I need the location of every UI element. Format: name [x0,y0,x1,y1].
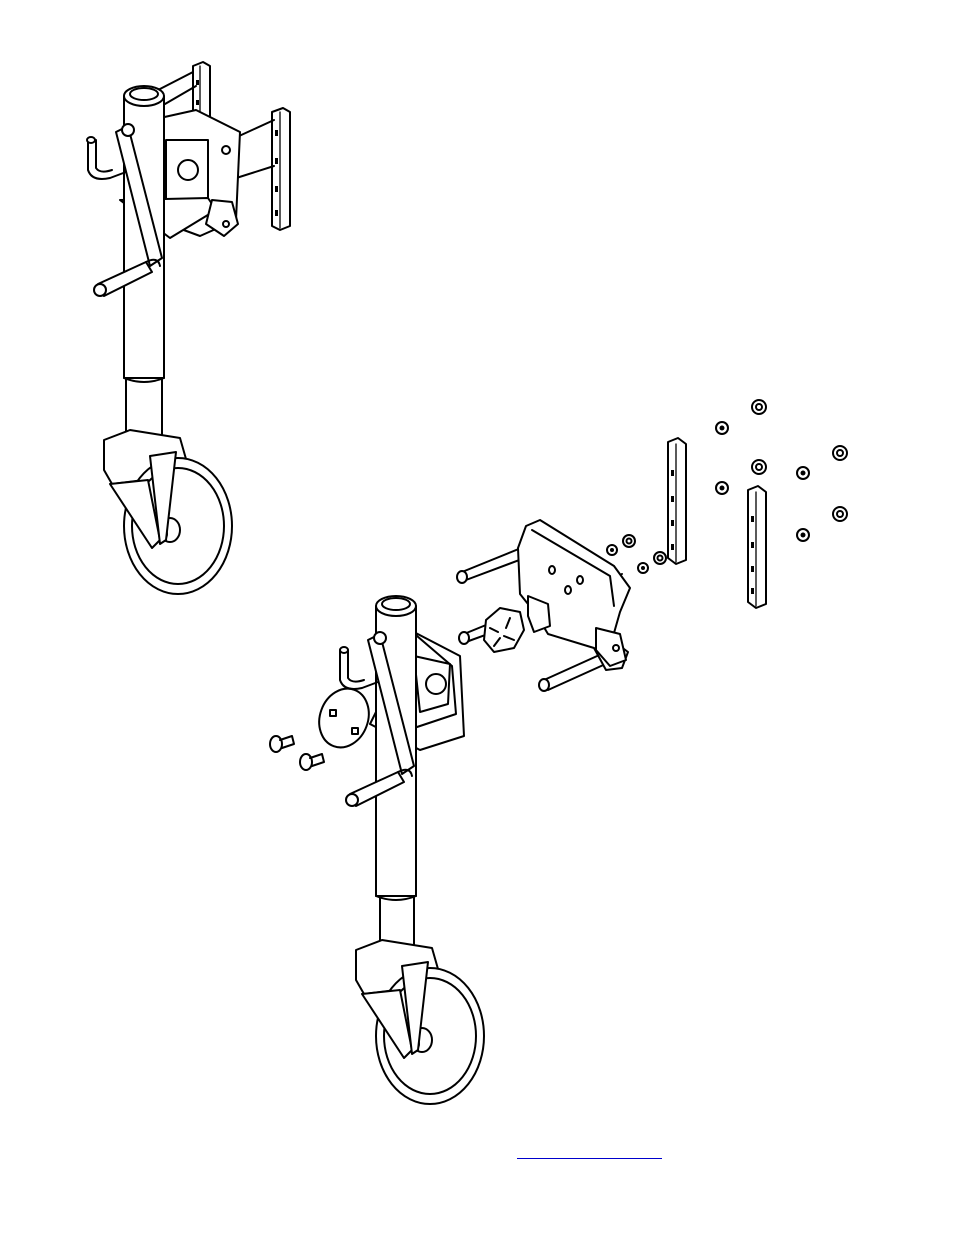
assembled-jack [87,62,290,594]
exploded-wheel [356,940,484,1104]
exploded-round-plate [311,682,377,755]
exploded-pins [270,736,324,770]
exploded-swivel-plate [484,608,524,652]
footer-link-underline [517,1158,662,1159]
exploded-jack [270,400,847,1104]
exploded-mount-bracket [518,520,630,670]
exploded-nuts-washers [716,400,847,541]
assembled-wheel [104,430,232,594]
exploded-rails [668,438,766,608]
footer-link[interactable] [517,1149,662,1163]
